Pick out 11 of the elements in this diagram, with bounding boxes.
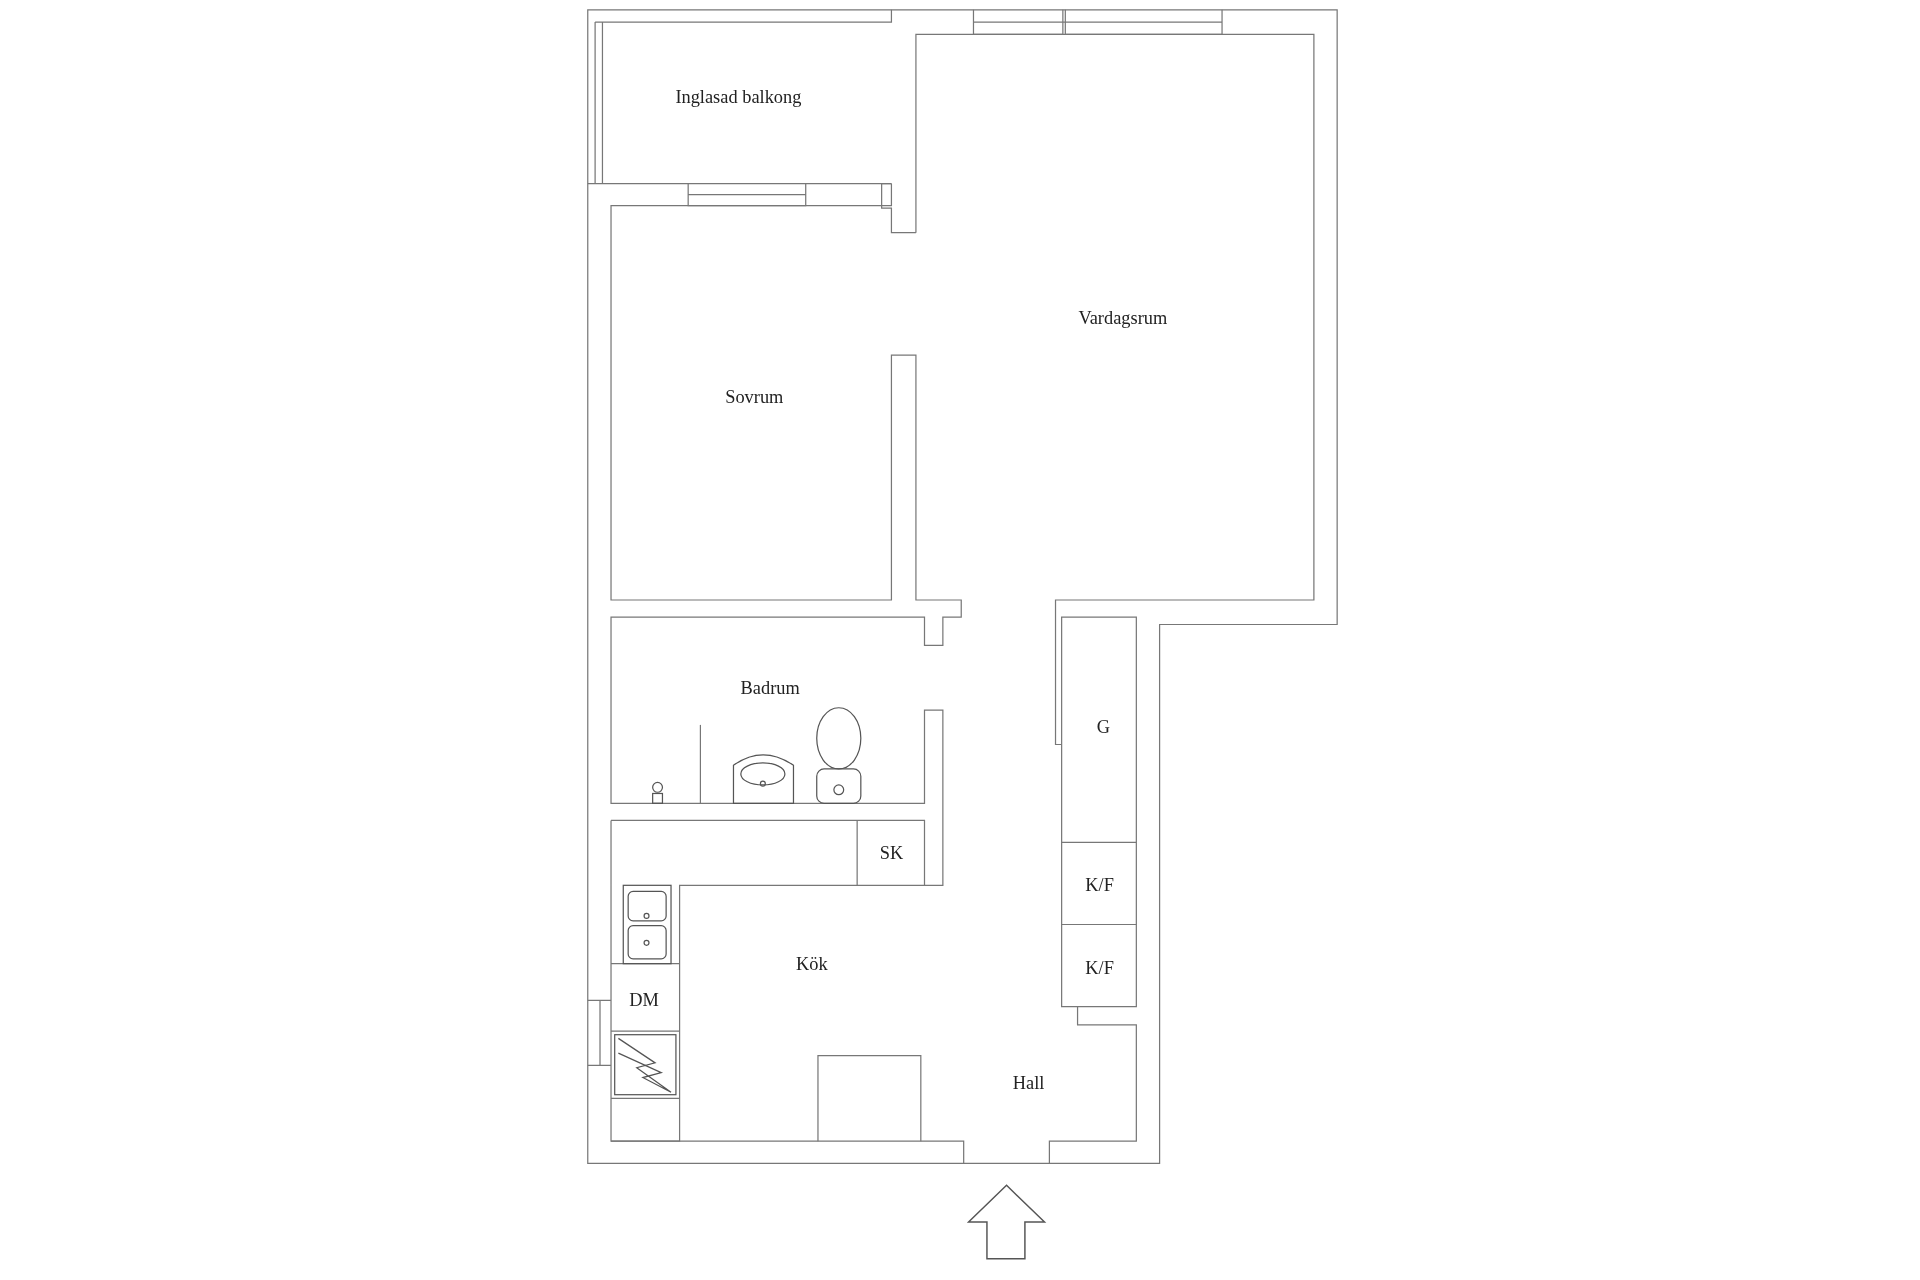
appliance-label: K/F: [1085, 958, 1114, 979]
room-label: Vardagsrum: [1078, 307, 1168, 329]
appliance-label: K/F: [1085, 874, 1114, 896]
appliance-label: G: [1096, 716, 1110, 738]
appliance-label: DM: [629, 990, 659, 1011]
room-label: Kök: [796, 954, 828, 976]
room-label: Badrum: [740, 677, 800, 699]
room-label: Hall: [1012, 1073, 1045, 1095]
appliance-label: SK: [879, 843, 904, 864]
room-label: Inglasad balkong: [675, 87, 802, 109]
room-label: Sovrum: [725, 387, 784, 409]
